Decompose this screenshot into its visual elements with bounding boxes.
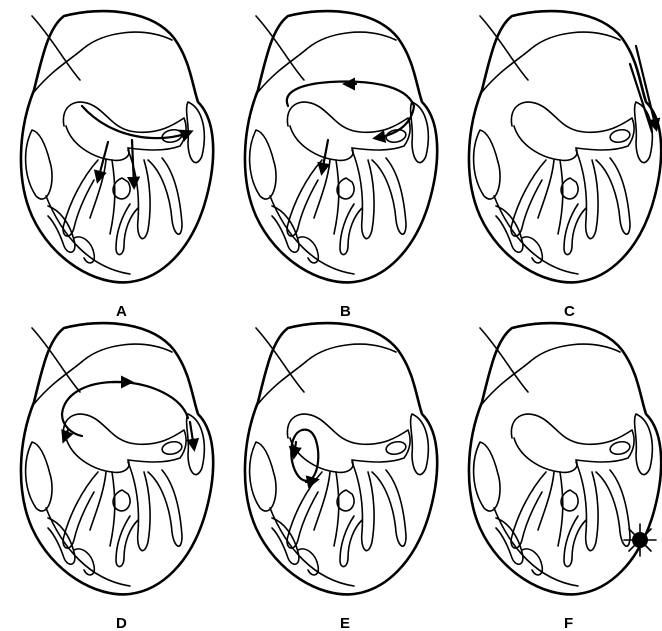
panel-f-label: F [564, 615, 573, 631]
panel-c: C [469, 11, 661, 320]
panel-f: F [469, 323, 661, 631]
starburst-icon [624, 524, 656, 556]
panel-d-label: D [116, 615, 127, 631]
panel-b-label: B [340, 303, 351, 320]
panel-a-label: A [116, 303, 127, 320]
panel-a: A [21, 11, 213, 320]
panel-e-label: E [340, 615, 350, 631]
panel-c-label: C [564, 303, 575, 320]
panel-d: D [21, 323, 213, 631]
panel-b: B [245, 11, 437, 320]
panel-e: E [245, 323, 437, 631]
